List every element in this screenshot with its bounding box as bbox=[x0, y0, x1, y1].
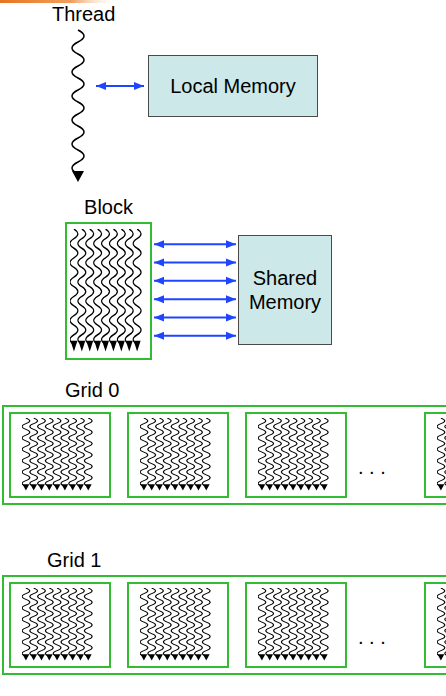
box-label: Local Memory bbox=[170, 74, 296, 98]
memory-box: Local Memory bbox=[148, 55, 318, 117]
block-box bbox=[246, 413, 346, 497]
memory-box: Shared Memory bbox=[238, 235, 332, 345]
access-arrow bbox=[154, 243, 236, 245]
thread-bundle bbox=[258, 418, 328, 491]
thread-arrowhead bbox=[72, 171, 84, 182]
thread-bundle bbox=[70, 229, 141, 352]
thread-bundle bbox=[140, 418, 210, 491]
thread-bundle bbox=[437, 418, 446, 491]
block-box bbox=[128, 583, 228, 667]
block-box bbox=[128, 413, 228, 497]
thread-squiggle bbox=[72, 30, 84, 174]
group-heading: Grid 1 bbox=[47, 548, 101, 572]
access-arrow bbox=[154, 280, 236, 282]
access-arrow bbox=[154, 298, 236, 300]
ellipsis: . . . bbox=[358, 455, 386, 479]
group-heading: Grid 0 bbox=[65, 378, 119, 402]
access-arrow bbox=[154, 262, 236, 264]
thread-bundle bbox=[437, 588, 446, 661]
access-arrow bbox=[96, 85, 144, 87]
block-box bbox=[10, 413, 110, 497]
block-box bbox=[246, 583, 346, 667]
group-heading: Block bbox=[84, 195, 133, 219]
block-box: Block bbox=[65, 222, 152, 360]
access-arrow bbox=[154, 317, 236, 319]
header-bar bbox=[0, 0, 120, 3]
thread-bundle bbox=[258, 588, 328, 661]
block-box bbox=[425, 413, 446, 497]
thread-bundle bbox=[140, 588, 210, 661]
grid-box: Grid 1 bbox=[2, 575, 446, 675]
thread-bundle bbox=[22, 588, 92, 661]
block-box bbox=[425, 583, 446, 667]
grid-box: Grid 0 bbox=[2, 405, 446, 505]
ellipsis: . . . bbox=[358, 625, 386, 649]
thread-bundle bbox=[22, 418, 92, 491]
block-box bbox=[10, 583, 110, 667]
box-label: Shared Memory bbox=[247, 266, 323, 314]
access-arrow bbox=[154, 335, 236, 337]
thread-label: Thread bbox=[52, 2, 115, 26]
